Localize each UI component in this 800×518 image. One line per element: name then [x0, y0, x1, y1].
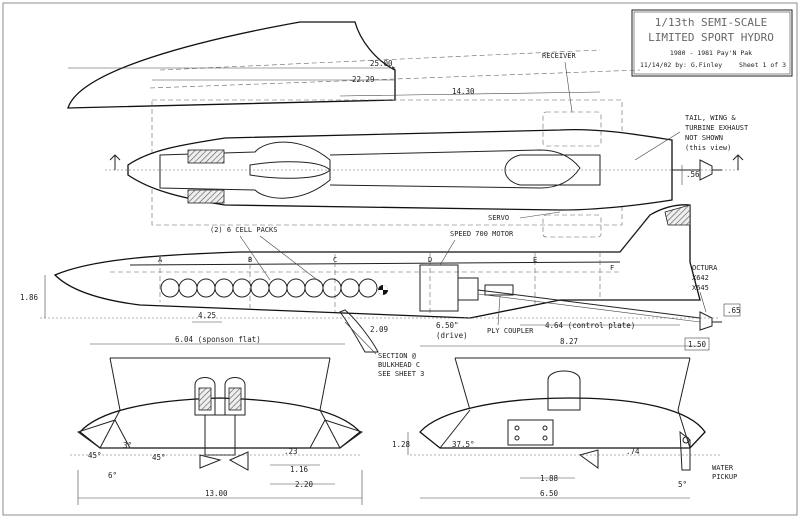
title-line1: 1/13th SEMI-SCALE [655, 16, 768, 29]
station-c: C [333, 256, 337, 264]
motor-label: SPEED 700 MOTOR [450, 230, 514, 238]
section-line3: SEE SHEET 3 [378, 370, 424, 378]
station-b: B [248, 256, 252, 264]
dim-650: 6.50" [436, 321, 459, 330]
dim-209: 2.09 [370, 325, 388, 334]
dim-overall: 25.00 [370, 59, 393, 68]
title-block: 1/13th SEMI-SCALE LIMITED SPORT HYDRO 19… [631, 9, 793, 77]
dim-188: 1.88 [540, 474, 559, 483]
title-line2: LIMITED SPORT HYDRO [648, 31, 774, 44]
title-line5: Sheet 1 of 3 [739, 61, 786, 69]
title-line4: 11/14/02 by: G.Finley [640, 61, 722, 69]
water-line1: WATER [712, 464, 734, 472]
octura-label2: X642 [692, 274, 709, 282]
station-e: E [533, 256, 537, 264]
station-d: D [428, 256, 432, 264]
note-line4: (this view) [685, 144, 731, 152]
note-line3: NOT SHOWN [685, 134, 723, 142]
cell-packs-label: (2) 6 CELL PACKS [210, 226, 277, 234]
dim-height: 1.86 [20, 293, 39, 302]
drive-label: (drive) [436, 331, 468, 340]
station-f: F [610, 264, 614, 272]
dim-116: 1.16 [290, 465, 309, 474]
angle-right: 45° [152, 453, 166, 462]
dim-650-rear: 6.50 [540, 489, 559, 498]
top-view: 25.00 22.29 14.30 .56 RECEIVER TAIL, WIN… [68, 52, 749, 238]
title-line3: 1980 - 1981 Pay'N Pak [670, 49, 752, 57]
dim-827: 8.27 [560, 337, 578, 346]
dim-220: 2.20 [295, 480, 314, 489]
station-a: A [158, 256, 163, 264]
dim-width: .56 [686, 170, 700, 179]
dim-425: 4.25 [198, 311, 216, 320]
note-line1: TAIL, WING & [685, 114, 736, 122]
dim-464: 4.64 (control plate) [545, 321, 635, 330]
dim-150: 1.50 [688, 340, 707, 349]
angle-3: 3° [123, 441, 132, 450]
dim-23: .23 [284, 447, 298, 456]
coupler-label: PLY COUPLER [487, 327, 534, 335]
octura-label3: X645 [692, 284, 709, 292]
section-line1: SECTION @ [378, 352, 417, 360]
dim-1300: 13.00 [205, 489, 228, 498]
side-view: A B C D E F (2) 6 CELL PACKS SPEED 700 M… [20, 204, 741, 378]
section-line2: BULKHEAD C [378, 361, 420, 369]
dim-604: 6.04 (sponson flat) [175, 335, 261, 344]
dim-74: .74 [626, 447, 640, 456]
rear-view: 1.28 37.5° .74 1.88 6.50 WATER PICKUP 5° [392, 357, 737, 499]
dim-mid: 22.29 [352, 75, 375, 84]
dim-128: 1.28 [392, 440, 411, 449]
octura-label1: OCTURA [692, 264, 718, 272]
servo-label: SERVO [488, 214, 509, 222]
front-view: 45° 3° 45° 6° .23 1.16 2.20 13.00 [70, 357, 364, 505]
water-line2: PICKUP [712, 473, 737, 481]
angle-6: 6° [108, 471, 117, 480]
canopy-profile [67, 21, 641, 109]
dim-065: .65 [727, 306, 741, 315]
angle-5: 5° [678, 480, 687, 489]
note-line2: TURBINE EXHAUST [685, 124, 749, 132]
angle-375: 37.5° [452, 440, 475, 449]
angle-left: 45° [88, 451, 102, 460]
receiver-label: RECEIVER [542, 52, 577, 60]
dim-short: 14.30 [452, 87, 475, 96]
